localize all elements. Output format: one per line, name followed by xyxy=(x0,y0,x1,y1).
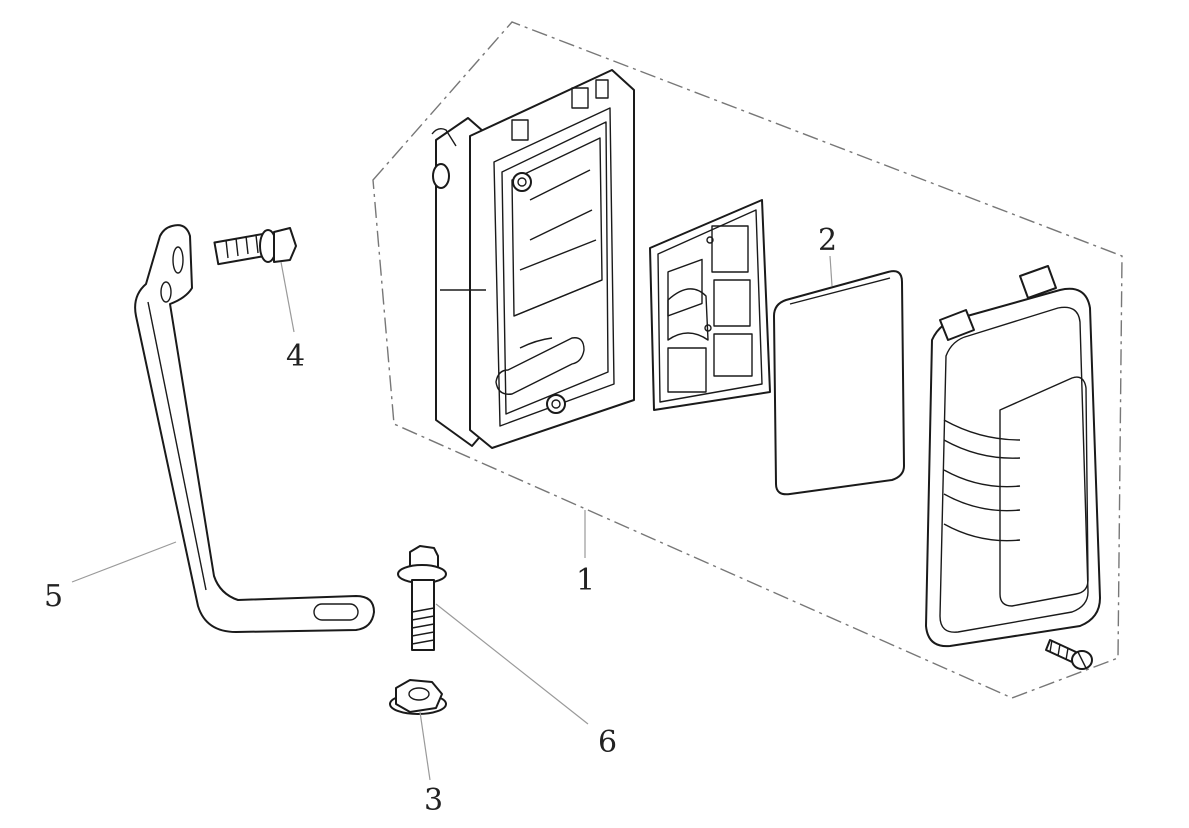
flange-nut-3 xyxy=(389,679,447,715)
mounting-bracket xyxy=(134,224,375,633)
part-label-6: 6 xyxy=(598,725,617,760)
part-label-5: 5 xyxy=(44,579,63,614)
leader-6 xyxy=(435,603,589,725)
air-cleaner-cover xyxy=(925,265,1101,670)
bolt-4 xyxy=(213,227,297,266)
air-cleaner-case xyxy=(431,69,635,449)
part-label-3: 3 xyxy=(424,783,443,818)
leader-5 xyxy=(71,541,177,583)
leader-4 xyxy=(280,261,295,333)
part-label-4: 4 xyxy=(286,339,305,374)
assembly-boundary xyxy=(372,21,1123,699)
part-label-1: 1 xyxy=(576,563,595,598)
part-label-2: 2 xyxy=(818,223,837,258)
leader-lines xyxy=(71,255,833,781)
filter-gasket xyxy=(649,199,771,411)
leader-2 xyxy=(829,255,833,287)
leader-3 xyxy=(419,711,431,781)
flange-bolt-6 xyxy=(397,545,447,651)
filter-element xyxy=(773,270,905,496)
